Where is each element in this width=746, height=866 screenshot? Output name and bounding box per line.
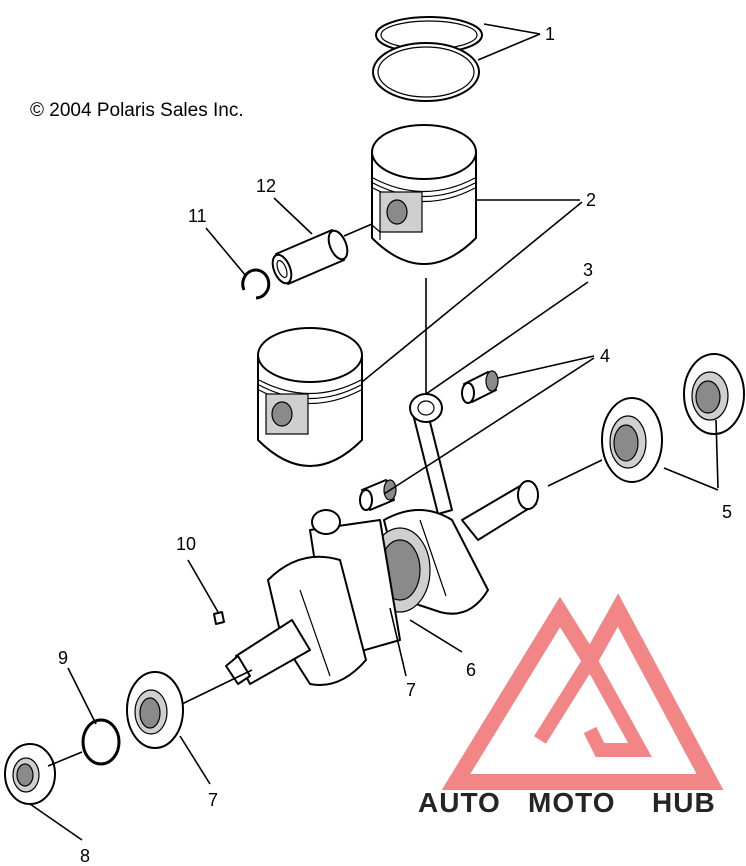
crankshaft (225, 480, 539, 686)
callout-3: 3 (583, 260, 593, 280)
watermark-triangle-icon (441, 593, 724, 790)
circlip (241, 268, 271, 300)
callout-12: 12 (256, 176, 276, 196)
watermark-word-moto: MOTO (528, 787, 615, 818)
needle-bearing-upper (461, 370, 499, 404)
callout-5: 5 (722, 502, 732, 522)
callout-10: 10 (176, 534, 196, 554)
callout-11: 11 (188, 206, 207, 226)
leader-lines (29, 23, 719, 841)
callout-2: 2 (586, 190, 596, 210)
main-bearing-left (126, 671, 184, 749)
wrist-pin (271, 223, 373, 285)
watermark-word-hub: HUB (652, 787, 716, 818)
callout-8: 8 (80, 846, 90, 866)
piston-rings (372, 16, 483, 102)
needle-bearing-lower (359, 479, 397, 511)
crankshaft-seal (4, 743, 56, 805)
woodruff-key (213, 611, 225, 625)
callout-6: 6 (466, 660, 476, 680)
callout-4: 4 (600, 346, 610, 366)
callout-7-upper: 7 (406, 680, 416, 700)
watermark-word-auto: AUTO (418, 787, 501, 818)
callout-1: 1 (545, 24, 555, 44)
copyright-text: © 2004 Polaris Sales Inc. (30, 100, 244, 121)
piston-upper (371, 124, 477, 265)
main-bearing-right-inner (601, 397, 663, 483)
main-bearing-right-outer (683, 353, 745, 435)
snap-ring (81, 718, 121, 766)
watermark-logo: AUTO MOTO HUB (418, 593, 724, 818)
piston-lower (257, 327, 363, 467)
callout-7-lower: 7 (208, 790, 218, 810)
callout-9: 9 (58, 648, 68, 668)
